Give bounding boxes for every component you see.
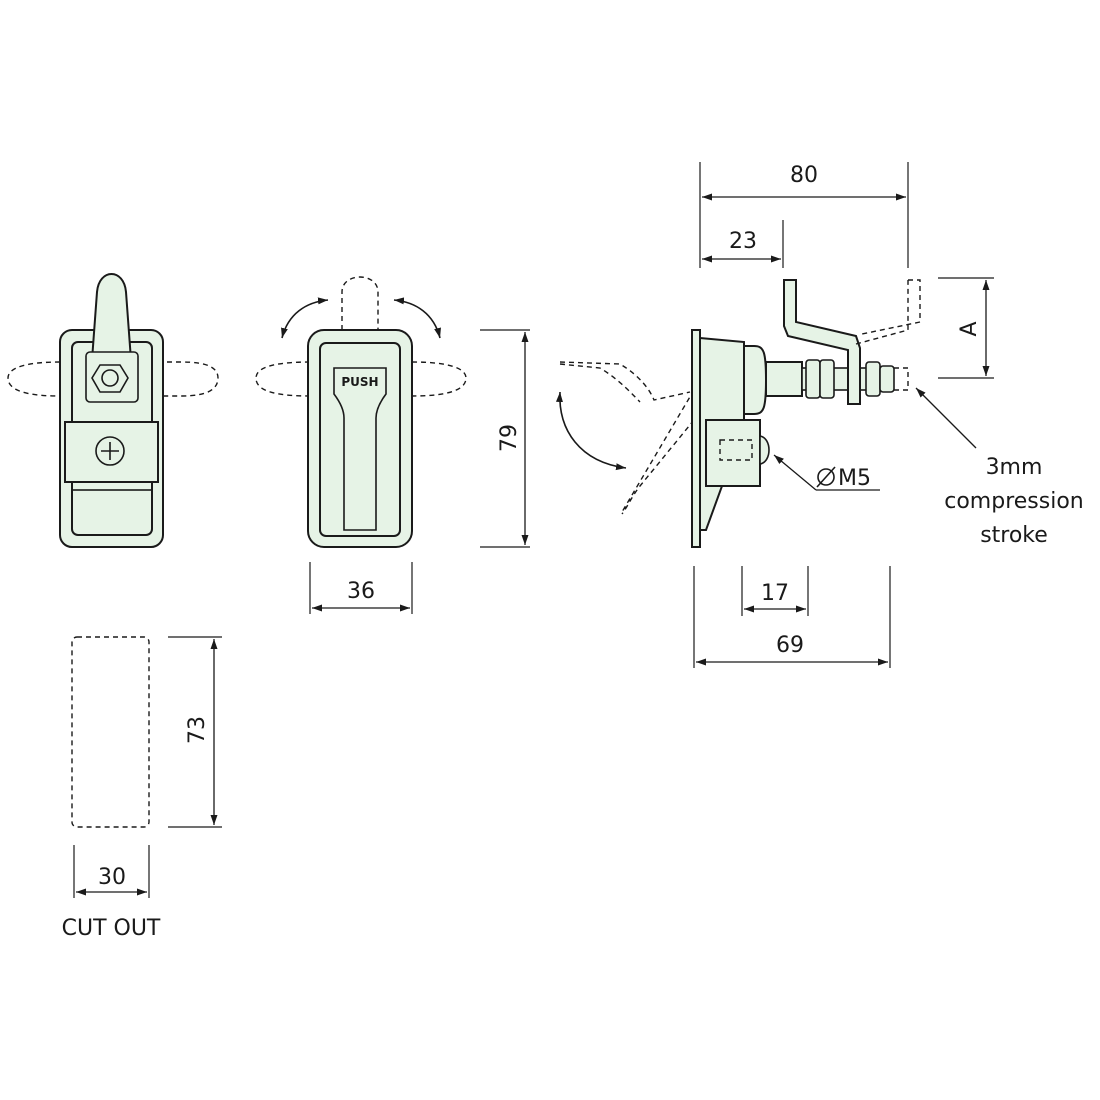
raised-handle [90, 273, 133, 361]
m5-thread-hidden [719, 439, 753, 461]
dim-plate-to-bracket: 23 [702, 220, 784, 268]
push-label: PUSH [341, 375, 378, 389]
shaft [765, 361, 803, 397]
side-view [559, 279, 921, 548]
dim-overall-depth-label: 80 [790, 163, 818, 188]
dim-overall-depth: 80 [699, 162, 909, 268]
bracket [783, 279, 861, 405]
dim-height-label: 79 [497, 424, 522, 452]
dim-base-depth-label: 69 [776, 633, 804, 658]
thread-label: M5 [838, 466, 871, 491]
rotate-arrow-right [393, 297, 441, 339]
nut-center [101, 369, 119, 387]
dim-plate-to-bracket-label: 23 [729, 229, 757, 254]
dim-boss-width: 17 [741, 566, 809, 616]
rotate-arrow-left [281, 297, 329, 339]
thread-callout: M5 [773, 454, 880, 491]
dim-boss-width-label: 17 [761, 581, 789, 606]
boss-cap [759, 435, 770, 465]
push-paddle [333, 367, 387, 531]
handle-open-dashed [559, 361, 695, 515]
handle-swing-outline [7, 361, 219, 397]
cutout-outline [71, 636, 150, 828]
handle-swing-side [255, 361, 467, 397]
latch-housing-inner [319, 342, 401, 537]
cam-inner [71, 481, 153, 491]
collar [743, 345, 768, 415]
nut-3 [865, 361, 881, 397]
dim-width: 36 [309, 562, 413, 614]
nut-2 [819, 359, 835, 399]
dim-base-depth: 69 [693, 566, 891, 668]
nut-1 [805, 359, 821, 399]
side-rotate-arrow [555, 391, 627, 471]
compression-line3: stroke [980, 523, 1048, 548]
cutout-view: 73 30 CUT OUT [62, 636, 222, 941]
boss [705, 419, 761, 487]
front-view-handle-open [7, 273, 219, 548]
dim-bracket-adjust-label: A [957, 321, 982, 336]
dim-cutout-width-label: 30 [98, 865, 126, 890]
rod-extension-dashed [894, 367, 909, 391]
compression-callout: 3mm compression stroke [915, 387, 1084, 548]
dim-cutout-height-label: 73 [185, 716, 210, 744]
compression-line2: compression [944, 489, 1084, 514]
diameter-symbol [817, 468, 835, 486]
dim-height: 79 [480, 329, 530, 548]
handle-swing-up [341, 276, 379, 330]
dim-width-label: 36 [347, 579, 375, 604]
mounting-plate [691, 329, 701, 548]
bracket-adjusted-dashed [855, 279, 921, 345]
rod-end [879, 365, 895, 393]
dim-bracket-adjust: A [938, 277, 994, 379]
compression-line1: 3mm [986, 455, 1043, 480]
front-view-closed: PUSH [255, 276, 467, 548]
cutout-label: CUT OUT [62, 916, 161, 941]
